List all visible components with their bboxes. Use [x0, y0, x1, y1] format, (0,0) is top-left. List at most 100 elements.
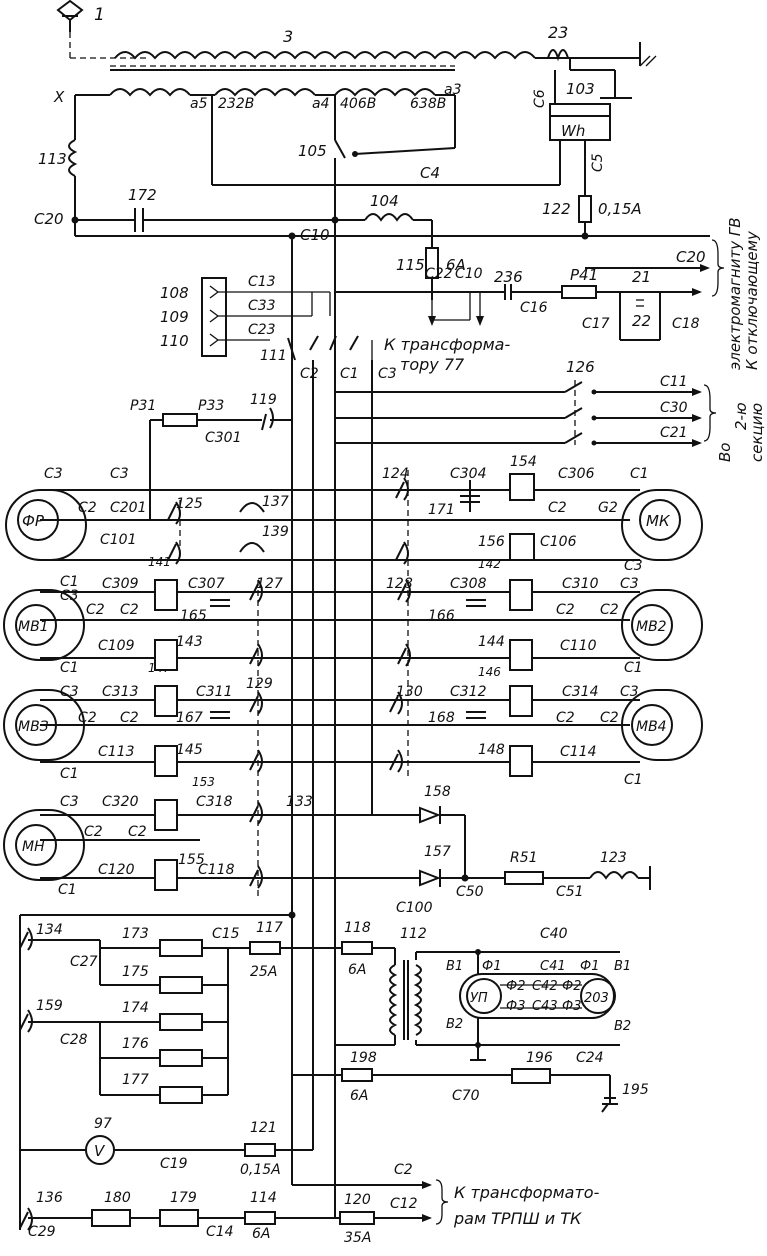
- label-153: 153: [192, 775, 215, 789]
- label-c110: С110: [560, 638, 597, 654]
- label-c113: С113: [98, 744, 135, 760]
- label-175: 175: [122, 964, 149, 980]
- label-129: 129: [246, 676, 273, 692]
- label-c18: С18: [672, 316, 700, 332]
- label-c2-out: С2: [394, 1162, 413, 1178]
- label-c2-mv1-b: С2: [120, 602, 139, 618]
- label-158: 158: [424, 784, 451, 800]
- note-trpsh-line1: К трансформато-: [454, 1183, 600, 1202]
- coil-139: [239, 542, 265, 553]
- label-c41: С41: [540, 959, 566, 974]
- label-c24: С24: [576, 1050, 604, 1066]
- label-638v: 638В: [410, 96, 446, 112]
- motor-mv1: [3, 589, 85, 661]
- label-144: 144: [478, 634, 505, 650]
- label-c114: С114: [560, 744, 597, 760]
- label-118: 118: [344, 920, 371, 936]
- label-c10-arrow: С10: [455, 266, 483, 282]
- switch-105: [334, 139, 346, 159]
- label-c19: С19: [160, 1156, 188, 1172]
- label-b2-left: В2: [446, 1017, 463, 1032]
- label-c304: С304: [450, 466, 487, 482]
- coil-137: [239, 502, 265, 513]
- label-c301: С301: [205, 430, 242, 446]
- label-c312: С312: [450, 684, 487, 700]
- label-c3-fr-top: С3: [44, 466, 63, 482]
- label-173: 173: [122, 926, 149, 942]
- label-c42: С42: [532, 979, 558, 994]
- label-c118: С118: [198, 862, 235, 878]
- label-126: 126: [566, 358, 595, 376]
- label-105: 105: [298, 142, 327, 160]
- label-25a: 25А: [250, 964, 277, 980]
- label-6a-114: 6А: [252, 1226, 270, 1242]
- label-c3-mv3: С3: [60, 684, 79, 700]
- label-104: 104: [370, 192, 399, 210]
- label-130: 130: [396, 684, 423, 700]
- label-c1-switch: С1: [340, 366, 359, 382]
- label-c12: С12: [390, 1196, 418, 1212]
- label-165: 165: [180, 608, 207, 624]
- label-c40: С40: [540, 926, 568, 942]
- label-c3-mv1: С3: [60, 588, 79, 604]
- label-c1-mv1-top: С1: [60, 574, 79, 590]
- label-137: 137: [262, 494, 289, 510]
- label-167: 167: [176, 710, 203, 726]
- label-mk: МК: [646, 512, 671, 530]
- label-c310: С310: [562, 576, 599, 592]
- label-c2-mk: С2: [548, 500, 567, 516]
- motor-mk: [621, 489, 703, 561]
- label-c101: С101: [100, 532, 137, 548]
- label-157: 157: [424, 844, 451, 860]
- label-120: 120: [344, 1192, 371, 1208]
- label-c29: С29: [28, 1224, 56, 1240]
- label-c2-mv2-a: С2: [556, 602, 575, 618]
- label-c311: С311: [196, 684, 233, 700]
- label-141: 141: [148, 555, 171, 569]
- label-125: 125: [176, 496, 203, 512]
- note-section-line3: секцию: [748, 403, 766, 462]
- label-c2-mn-b: С2: [128, 824, 147, 840]
- label-c314: С314: [562, 684, 599, 700]
- note-section-line2: 2-ю: [732, 402, 750, 430]
- label-177: 177: [122, 1072, 149, 1088]
- label-146: 146: [478, 665, 501, 679]
- label-c3-mv4: С3: [620, 684, 639, 700]
- label-c1-mv4: С1: [624, 772, 643, 788]
- label-c20-right: С20: [676, 248, 706, 266]
- label-c70: С70: [452, 1088, 480, 1104]
- label-115: 115: [396, 256, 425, 274]
- label-127: 127: [256, 576, 283, 592]
- label-c309: С309: [102, 576, 139, 592]
- label-c307: С307: [188, 576, 225, 592]
- label-c4: С4: [420, 164, 440, 182]
- label-121: 121: [250, 1120, 277, 1136]
- label-35a: 35А: [344, 1230, 371, 1246]
- label-f1-left: Ф1: [482, 959, 501, 974]
- label-c306: С306: [558, 466, 595, 482]
- label-203: 203: [584, 991, 609, 1006]
- label-1: 1: [94, 5, 105, 25]
- label-f1-right: Ф1: [580, 959, 599, 974]
- label-134: 134: [36, 922, 63, 938]
- note-gv-line1: К отключающему: [743, 230, 761, 370]
- label-195: 195: [622, 1082, 649, 1098]
- label-c2-mv4-b: С2: [600, 710, 619, 726]
- label-c3-mn: С3: [60, 794, 79, 810]
- label-c2-mn-a: С2: [84, 824, 103, 840]
- label-113: 113: [38, 150, 67, 168]
- label-mv4: МВ4: [636, 719, 667, 735]
- label-c21: С21: [660, 425, 688, 441]
- label-108: 108: [160, 284, 189, 302]
- label-112: 112: [400, 926, 427, 942]
- label-198: 198: [350, 1050, 377, 1066]
- label-c17: С17: [582, 316, 610, 332]
- label-156: 156: [478, 534, 505, 550]
- label-c3-mk: С3: [624, 558, 643, 574]
- label-109: 109: [160, 308, 189, 326]
- label-a5: a5: [190, 96, 208, 112]
- label-c2-mv3-a: С2: [78, 710, 97, 726]
- label-123: 123: [600, 850, 627, 866]
- label-21: 21: [632, 268, 651, 286]
